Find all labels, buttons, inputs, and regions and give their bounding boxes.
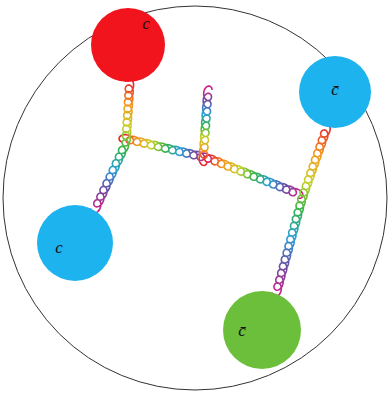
quark-circle: c̄ [299, 56, 371, 128]
quark-label: c [55, 239, 63, 256]
quark-label: c [142, 15, 150, 32]
gluon-line [199, 86, 212, 165]
quark-circle: c̄ [223, 291, 301, 369]
quark-label: c̄ [331, 81, 339, 98]
gluon-group [119, 86, 303, 198]
quark-circle: c [91, 8, 165, 82]
hadron-boundary [3, 6, 387, 390]
quark-label: c̄ [238, 322, 246, 339]
gluon-connector [91, 78, 134, 213]
gluon-line [205, 155, 303, 198]
gluon-connector [272, 123, 330, 297]
quark-circle: c [37, 205, 113, 281]
gluon-line [119, 135, 211, 162]
